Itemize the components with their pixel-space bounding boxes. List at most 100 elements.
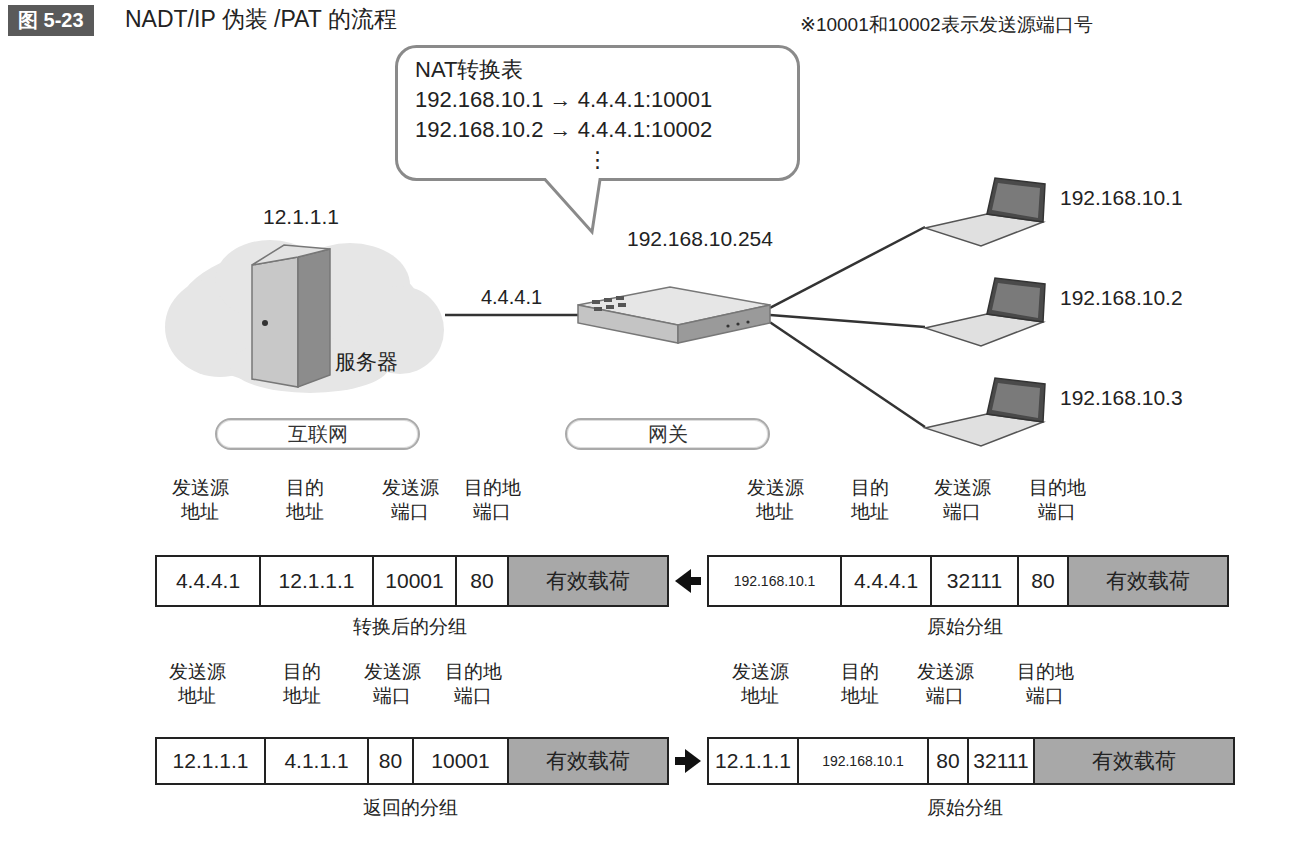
- laptop-illustration: [925, 378, 1045, 448]
- router-led: [746, 320, 749, 323]
- router-port: [594, 307, 602, 311]
- figure-number: 图 5-23: [8, 5, 94, 36]
- packet-caption: 原始分组: [927, 614, 1003, 640]
- column-header: 目的地 端口: [1025, 476, 1089, 524]
- column-header: 目的 地址: [273, 476, 337, 524]
- column-header: 目的地 端口: [1013, 660, 1077, 708]
- server-address: 12.1.1.1: [263, 205, 339, 229]
- laptop-screen: [987, 178, 1045, 222]
- translation-arrow: [675, 749, 701, 773]
- power-led: [262, 320, 268, 326]
- column-header: 目的地 端口: [460, 476, 524, 524]
- column-header: 目的 地址: [838, 476, 902, 524]
- connector-line: [690, 577, 701, 585]
- laptop-display: [992, 283, 1040, 318]
- field-value: 80: [1031, 569, 1054, 593]
- field-value: 80: [470, 569, 493, 593]
- field-value: 12.1.1.1: [173, 749, 249, 773]
- header-field: 4.4.4.1: [840, 557, 930, 605]
- nat-table-callout: NAT转换表192.168.10.1 → 4.4.4.1:10001192.16…: [395, 45, 800, 181]
- field-value: 有效载荷: [1092, 747, 1176, 775]
- connector-line: [770, 227, 925, 308]
- field-value: 32111: [973, 749, 1028, 773]
- internet-server: 12.1.1.1 服务器: [160, 205, 445, 405]
- header-field: 80: [367, 739, 412, 783]
- packet-caption: 返回的分组: [363, 795, 458, 821]
- header-field: 80: [927, 739, 967, 783]
- laptop-display: [992, 383, 1040, 418]
- header-field: 32111: [967, 739, 1033, 783]
- client-address: 192.168.10.2: [1060, 286, 1183, 310]
- field-value: 4.4.4.1: [854, 569, 918, 593]
- header-field: 32111: [930, 557, 1017, 605]
- arrow-head: [685, 749, 701, 773]
- server-top: [252, 245, 330, 265]
- header-field: 10001: [372, 557, 455, 605]
- column-header: 发送源 端口: [913, 660, 977, 708]
- laptop-screen: [987, 278, 1045, 322]
- table-line: 192.168.10.1 → 4.4.4.1:10001: [415, 85, 780, 115]
- field-value: 32111: [947, 569, 1002, 593]
- router-port: [606, 305, 614, 309]
- packet-caption: 原始分组: [927, 795, 1003, 821]
- header-field: 10001: [412, 739, 507, 783]
- zone-name: 互联网: [288, 421, 348, 448]
- router-side: [678, 305, 770, 343]
- header-field: 12.1.1.1: [709, 739, 797, 783]
- packet-header: 12.1.1.1 192.168.10.1 80 32111 有效载荷: [707, 737, 1235, 785]
- laptop-display: [992, 183, 1040, 218]
- field-value: 有效载荷: [546, 567, 630, 595]
- laptop-screen: [987, 378, 1045, 422]
- column-header: 发送源 端口: [360, 660, 424, 708]
- server-name: 服务器: [335, 348, 398, 376]
- field-value: 12.1.1.1: [715, 749, 791, 773]
- client-address: 192.168.10.3: [1060, 386, 1183, 410]
- router-led: [736, 322, 739, 325]
- connector-line: [675, 757, 686, 765]
- column-header: 发送源 地址: [728, 660, 792, 708]
- header-field: 80: [1017, 557, 1067, 605]
- lan-wire: [770, 227, 925, 308]
- field-value: 有效载荷: [1106, 567, 1190, 595]
- header-field: 192.168.10.1: [797, 739, 927, 783]
- field-value: 12.1.1.1: [279, 569, 355, 593]
- packet-header: 192.168.10.1 4.4.4.1 32111 80 有效载荷: [707, 555, 1229, 607]
- router-port: [618, 303, 626, 307]
- field-value: 10001: [385, 569, 443, 593]
- header-field: 4.1.1.1: [264, 739, 367, 783]
- laptop-illustration: [925, 178, 1045, 248]
- column-header: 发送源 端口: [378, 476, 442, 524]
- field-value: 192.168.10.1: [734, 573, 816, 589]
- zone-label: 网关: [565, 418, 770, 450]
- laptop-illustration: [925, 278, 1045, 348]
- field-value: 4.1.1.1: [284, 749, 348, 773]
- arrow-head: [675, 569, 691, 593]
- uplink-wire: [445, 315, 578, 316]
- payload-field: 有效载荷: [507, 557, 667, 605]
- payload-field: 有效载荷: [1067, 557, 1227, 605]
- client-laptop: 192.168.10.3: [925, 378, 1045, 448]
- client-laptop: 192.168.10.1: [925, 178, 1045, 248]
- translation-arrow: [675, 569, 701, 593]
- field-value: 有效载荷: [546, 747, 630, 775]
- field-value: 80: [936, 749, 959, 773]
- payload-field: 有效载荷: [1033, 739, 1233, 783]
- header-field: 80: [455, 557, 507, 605]
- connector-line: [445, 314, 578, 317]
- packet-caption: 转换后的分组: [353, 614, 467, 640]
- packet-header: 12.1.1.1 4.1.1.1 80 10001 有效载荷: [155, 737, 669, 785]
- column-header: 目的地 端口: [441, 660, 505, 708]
- router-port: [592, 300, 600, 304]
- field-value: 192.168.10.1: [822, 753, 904, 769]
- column-header: 目的 地址: [828, 660, 892, 708]
- table-line: NAT转换表: [415, 55, 780, 85]
- link-address: 4.4.4.1: [478, 286, 545, 309]
- field-value: 10001: [431, 749, 489, 773]
- client-address: 192.168.10.1: [1060, 186, 1183, 210]
- field-value: 4.4.4.1: [176, 569, 240, 593]
- router-led: [726, 324, 729, 327]
- payload-field: 有效载荷: [507, 739, 667, 783]
- connector-line: [770, 322, 925, 427]
- header-field: 4.4.4.1: [157, 557, 259, 605]
